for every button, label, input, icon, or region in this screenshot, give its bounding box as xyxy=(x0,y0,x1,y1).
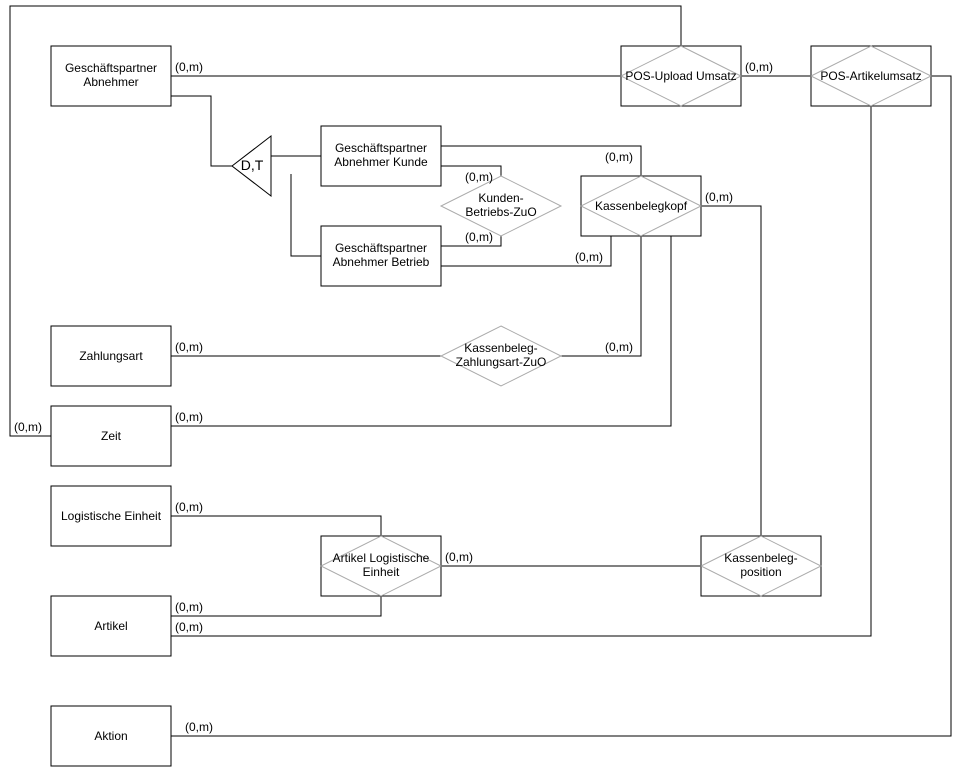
cardinality-label: (0,m) xyxy=(465,230,493,244)
svg-text:Logistische Einheit: Logistische Einheit xyxy=(61,509,162,523)
svg-text:Aktion: Aktion xyxy=(94,729,127,743)
relationship-label-line2: Betriebs-ZuO xyxy=(465,205,536,219)
line-gp-abnehmer-to-triangle xyxy=(171,95,232,167)
entity-label: Zahlungsart xyxy=(79,349,143,363)
generalization-label: D,T xyxy=(241,157,264,173)
svg-text:Kassenbeleg-: Kassenbeleg- xyxy=(724,551,797,565)
relationship-pos-upload-umsatz: POS-Upload Umsatz xyxy=(619,45,743,107)
entity-aktion: Aktion xyxy=(50,705,172,767)
entity-zeit: Zeit xyxy=(50,405,172,467)
generalization-triangle: D,T xyxy=(231,134,272,198)
cardinality-label: (0,m) xyxy=(175,620,203,634)
svg-text:position: position xyxy=(740,565,781,579)
entity-label: Aktion xyxy=(94,729,127,743)
entity-gp-abnehmer-betrieb: Geschäftspartner Abnehmer Betrieb xyxy=(320,225,442,287)
line-kassenbelegkopf-to-position xyxy=(701,205,762,536)
entity-label-line1: Geschäftspartner xyxy=(335,141,427,155)
cardinality-label: (0,m) xyxy=(575,250,603,264)
line-aktion-to-pos-artikelumsatz xyxy=(171,75,952,737)
svg-text:Geschäftspartner: Geschäftspartner xyxy=(335,241,427,255)
svg-text:Artikel Logistische: Artikel Logistische xyxy=(333,551,430,565)
svg-text:Kassenbeleg-: Kassenbeleg- xyxy=(464,341,537,355)
svg-text:Betriebs-ZuO: Betriebs-ZuO xyxy=(465,205,536,219)
relationship-label: POS-Artikelumsatz xyxy=(820,69,921,83)
cardinality-label: (0,m) xyxy=(14,420,42,434)
svg-text:POS-Artikelumsatz: POS-Artikelumsatz xyxy=(820,69,921,83)
relationship-pos-artikelumsatz: POS-Artikelumsatz xyxy=(809,45,933,107)
entity-label-line1: Geschäftspartner xyxy=(335,241,427,255)
svg-text:Zeit: Zeit xyxy=(101,429,122,443)
svg-text:Kassenbelegkopf: Kassenbelegkopf xyxy=(595,199,688,213)
line-pos-upload-to-zeit xyxy=(9,5,682,437)
relationship-label: Kassenbelegkopf xyxy=(595,199,688,213)
relationship-label-line1: Kunden- xyxy=(478,191,523,205)
entity-label-line2: Abnehmer Betrieb xyxy=(333,255,430,269)
svg-text:Einheit: Einheit xyxy=(363,565,400,579)
entity-gp-abnehmer-kunde: Geschäftspartner Abnehmer Kunde xyxy=(320,125,442,187)
cardinality-label: (0,m) xyxy=(175,500,203,514)
cardinality-label: (0,m) xyxy=(185,720,213,734)
relationship-artikel-logistische-einheit: Artikel Logistische Einheit xyxy=(319,535,443,597)
svg-text:Zahlungsart: Zahlungsart xyxy=(79,349,143,363)
svg-text:Geschäftspartner: Geschäftspartner xyxy=(335,141,427,155)
relationship-label-line2: Zahlungsart-ZuO xyxy=(456,355,547,369)
svg-text:POS-Upload Umsatz: POS-Upload Umsatz xyxy=(625,69,736,83)
relationship-kassenbelegkopf: Kassenbelegkopf xyxy=(579,175,703,237)
relationship-kassenbeleg-zahlungsart-zuo: Kassenbeleg- Zahlungsart-ZuO xyxy=(439,325,563,387)
cardinality-labels: (0,m) (0,m) (0,m) (0,m) (0,m) (0,m) (0,m… xyxy=(14,60,773,734)
line-artikel-to-pos-artikelumsatz xyxy=(171,106,872,637)
entity-label: Zeit xyxy=(101,429,122,443)
svg-text:Kunden-: Kunden- xyxy=(478,191,523,205)
cardinality-label: (0,m) xyxy=(705,190,733,204)
relationship-kunden-betriebs-zuo: Kunden- Betriebs-ZuO xyxy=(439,175,563,237)
cardinality-label: (0,m) xyxy=(445,550,473,564)
entity-label-line2: Abnehmer xyxy=(83,75,138,89)
line-triangle-to-betrieb xyxy=(290,174,321,257)
entity-label: Logistische Einheit xyxy=(61,509,162,523)
entity-geschaeftspartner-abnehmer: Geschäftspartner Abnehmer xyxy=(50,45,172,107)
svg-text:Artikel: Artikel xyxy=(94,619,127,633)
cardinality-label: (0,m) xyxy=(175,600,203,614)
relationship-label-line2: position xyxy=(740,565,781,579)
line-zeit-to-kassenbelegkopf xyxy=(171,236,672,427)
entity-label-line2: Abnehmer Kunde xyxy=(334,155,428,169)
relationship-kassenbeleg-position: Kassenbeleg- position xyxy=(699,535,823,597)
svg-text:Abnehmer Kunde: Abnehmer Kunde xyxy=(334,155,428,169)
connection-lines xyxy=(9,5,952,737)
line-zuo-to-kassenbelegkopf xyxy=(561,236,642,357)
line-artikel-to-artikel-log xyxy=(171,596,382,617)
relationship-label-line2: Einheit xyxy=(363,565,400,579)
relationship-label-line1: Artikel Logistische xyxy=(333,551,430,565)
entity-artikel: Artikel xyxy=(50,595,172,657)
cardinality-label: (0,m) xyxy=(175,60,203,74)
line-betrieb-to-zuo xyxy=(441,236,502,247)
line-betrieb-to-kassenbelegkopf xyxy=(441,236,612,267)
relationship-label-line1: Kassenbeleg- xyxy=(724,551,797,565)
cardinality-label: (0,m) xyxy=(175,340,203,354)
entity-label: Artikel xyxy=(94,619,127,633)
svg-text:Zahlungsart-ZuO: Zahlungsart-ZuO xyxy=(456,355,547,369)
cardinality-label: (0,m) xyxy=(175,410,203,424)
entity-logistische-einheit: Logistische Einheit xyxy=(50,485,172,547)
svg-text:Geschäftspartner: Geschäftspartner xyxy=(65,61,157,75)
entity-label-line1: Geschäftspartner xyxy=(65,61,157,75)
relationship-label-line1: Kassenbeleg- xyxy=(464,341,537,355)
cardinality-label: (0,m) xyxy=(605,150,633,164)
line-kunde-to-kassenbelegkopf xyxy=(441,145,642,176)
line-log-einheit-to-artikel-log xyxy=(171,515,382,536)
cardinality-label: (0,m) xyxy=(465,170,493,184)
svg-text:Abnehmer: Abnehmer xyxy=(83,75,138,89)
svg-text:Abnehmer Betrieb: Abnehmer Betrieb xyxy=(333,255,430,269)
line-kunde-to-zuo xyxy=(441,165,502,176)
cardinality-label: (0,m) xyxy=(745,60,773,74)
cardinality-label: (0,m) xyxy=(605,340,633,354)
relationship-label: POS-Upload Umsatz xyxy=(625,69,736,83)
entity-zahlungsart: Zahlungsart xyxy=(50,325,172,387)
